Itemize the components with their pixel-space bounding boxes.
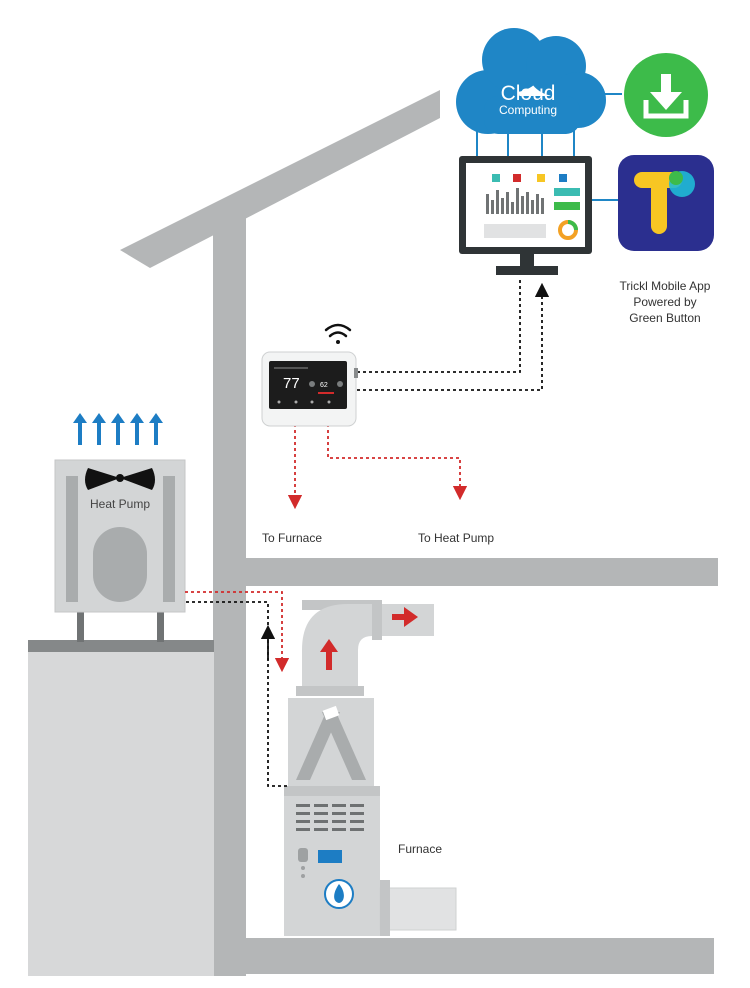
app-label-line-2: Powered by	[633, 295, 696, 309]
cloud-icon: Cloud Computing	[456, 28, 622, 201]
ground-block-left	[28, 650, 214, 976]
heat-pump: Heat Pump	[54, 413, 186, 642]
control-wiring	[185, 278, 550, 787]
flame-icon	[324, 879, 354, 909]
download-icon	[624, 53, 708, 137]
thermostat-temperature: 77	[283, 375, 300, 392]
furnace-exhaust	[379, 887, 457, 931]
fan-icon	[85, 468, 155, 490]
to-furnace-label: To Furnace	[262, 531, 322, 545]
thermostat: 77 62	[261, 323, 358, 427]
cloud-title: Cloud	[501, 82, 556, 105]
thermostat-screen	[269, 361, 347, 409]
cloud-subtitle: Computing	[499, 103, 557, 117]
trickl-logo-icon	[618, 155, 714, 251]
house-wall-left	[213, 210, 246, 976]
heat-pump-label: Heat Pump	[90, 497, 150, 511]
wifi-icon	[324, 323, 352, 344]
house-structure	[28, 90, 718, 976]
roof-left	[120, 90, 440, 268]
app-label-line-3: Green Button	[629, 311, 700, 325]
monitor-stand	[496, 266, 558, 275]
furnace-switch	[298, 848, 308, 862]
monitor	[459, 156, 592, 275]
donut-chart-icon	[558, 220, 578, 240]
furnace-body	[284, 796, 380, 936]
furnace	[284, 698, 457, 936]
furnace-label: Furnace	[398, 842, 442, 856]
airflow-up-arrow-icon	[320, 639, 338, 670]
bar-chart-icon	[486, 188, 544, 214]
furnace-display	[318, 850, 342, 863]
hot-air-arrows-icon	[73, 413, 163, 445]
thermostat-setpoint: 62	[320, 382, 328, 389]
furnace-vents	[296, 804, 364, 831]
pad-slab	[28, 640, 214, 652]
to-heat-pump-label: To Heat Pump	[418, 531, 494, 545]
ground-line	[246, 938, 714, 974]
app-label-line-1: Trickl Mobile App	[620, 279, 711, 293]
duct	[296, 600, 434, 696]
floor	[246, 558, 718, 586]
airflow-right-arrow-icon	[392, 607, 418, 627]
